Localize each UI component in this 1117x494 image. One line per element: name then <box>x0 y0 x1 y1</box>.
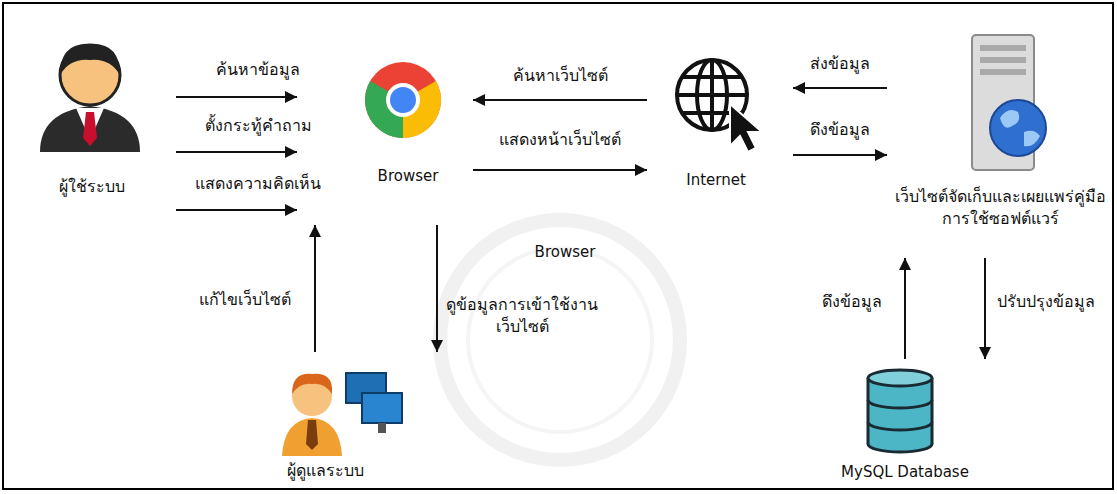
edge-label: แก้ไขเว็บไซต์ <box>199 289 291 311</box>
flow-arrow <box>904 258 906 359</box>
node-label: เว็บไซต์จัดเก็บและเผยแพร่คู่มือการใช้ซอฟ… <box>894 186 1106 229</box>
flow-arrow <box>176 96 297 98</box>
edge-label: ดูข้อมูลการเข้าใช้งาน เว็บไซต์ <box>442 294 602 337</box>
chrome-icon-part <box>365 62 441 138</box>
user-actor: ผู้ใช้ระบบ <box>28 28 173 228</box>
mysql-database: MySQL Database <box>820 362 998 488</box>
edge-label: ค้นหาข้อมูล <box>216 59 300 81</box>
flow-arrow <box>436 225 438 352</box>
flow-arrow <box>473 99 647 101</box>
chrome-icon-part <box>386 83 420 117</box>
floating-label: Browser <box>535 242 596 262</box>
watermark <box>440 220 680 460</box>
admin-icon-part <box>292 374 332 394</box>
globe-icon-part <box>683 75 741 79</box>
server-icon-part <box>980 45 1026 51</box>
edge-label: ส่งข้อมูล <box>810 53 870 75</box>
chrome-icon <box>365 62 441 138</box>
edge-label: ค้นหาเว็บไซต์ <box>513 65 608 87</box>
watermark-part <box>440 220 680 460</box>
admin-icon-part <box>362 393 402 423</box>
server-icon-part <box>1024 131 1040 147</box>
database-icon <box>868 370 932 452</box>
user-icon-part <box>40 106 140 152</box>
server-icon-part <box>980 69 1026 75</box>
node-label: MySQL Database <box>841 462 969 482</box>
user-icon <box>40 44 140 152</box>
server-icon <box>972 35 1046 170</box>
user-icon-part <box>83 112 97 146</box>
node-label: Internet <box>686 170 746 190</box>
flow-arrow <box>314 225 316 352</box>
admin-icon-part <box>378 423 386 433</box>
frame <box>3 3 1113 489</box>
web-server-node: เว็บไซต์จัดเก็บและเผยแพร่คู่มือการใช้ซอฟ… <box>890 25 1109 255</box>
admin-actor: ผู้ดูแลระบบ <box>280 355 450 489</box>
admin-icon <box>282 373 402 456</box>
server-icon-part <box>980 57 1026 63</box>
flow-arrow <box>793 87 887 89</box>
database-icon-part <box>868 400 932 408</box>
edge-label: แสดงหน้าเว็บไซต์ <box>499 129 621 151</box>
server-icon-part <box>1000 110 1019 128</box>
database-icon-part <box>868 422 932 430</box>
database-icon-part <box>868 378 932 452</box>
edge-label: แสดงความคิดเห็น <box>195 173 321 195</box>
edge-label: ดึงข้อมูล <box>822 291 882 313</box>
flow-arrow <box>793 154 887 156</box>
user-icon-part <box>60 44 120 75</box>
database-icon-part <box>868 370 932 386</box>
flow-arrow <box>473 169 647 171</box>
admin-icon-part <box>282 418 342 456</box>
node-label: ผู้ดูแลระบบ <box>287 460 364 482</box>
flow-arrow <box>984 258 986 359</box>
globe-icon-part <box>730 104 762 152</box>
browser-node: Browser <box>300 50 470 222</box>
chrome-icon-part <box>390 87 416 113</box>
flow-arrow <box>176 151 297 153</box>
server-icon-part <box>990 100 1046 156</box>
internet-node: Internet <box>650 40 790 198</box>
globe-icon-part <box>677 93 747 97</box>
flow-arrow <box>176 209 297 211</box>
admin-icon-part <box>306 420 318 450</box>
edge-label: ดึงข้อมูล <box>810 119 870 141</box>
globe-icon <box>677 60 762 152</box>
edge-label: ปรับปรุงข้อมูล <box>997 291 1095 313</box>
watermark-part <box>468 248 652 432</box>
node-label: Browser <box>378 166 439 186</box>
edge-label: ตั้งกระทู้คำถาม <box>205 115 312 137</box>
node-label: ผู้ใช้ระบบ <box>59 176 125 198</box>
